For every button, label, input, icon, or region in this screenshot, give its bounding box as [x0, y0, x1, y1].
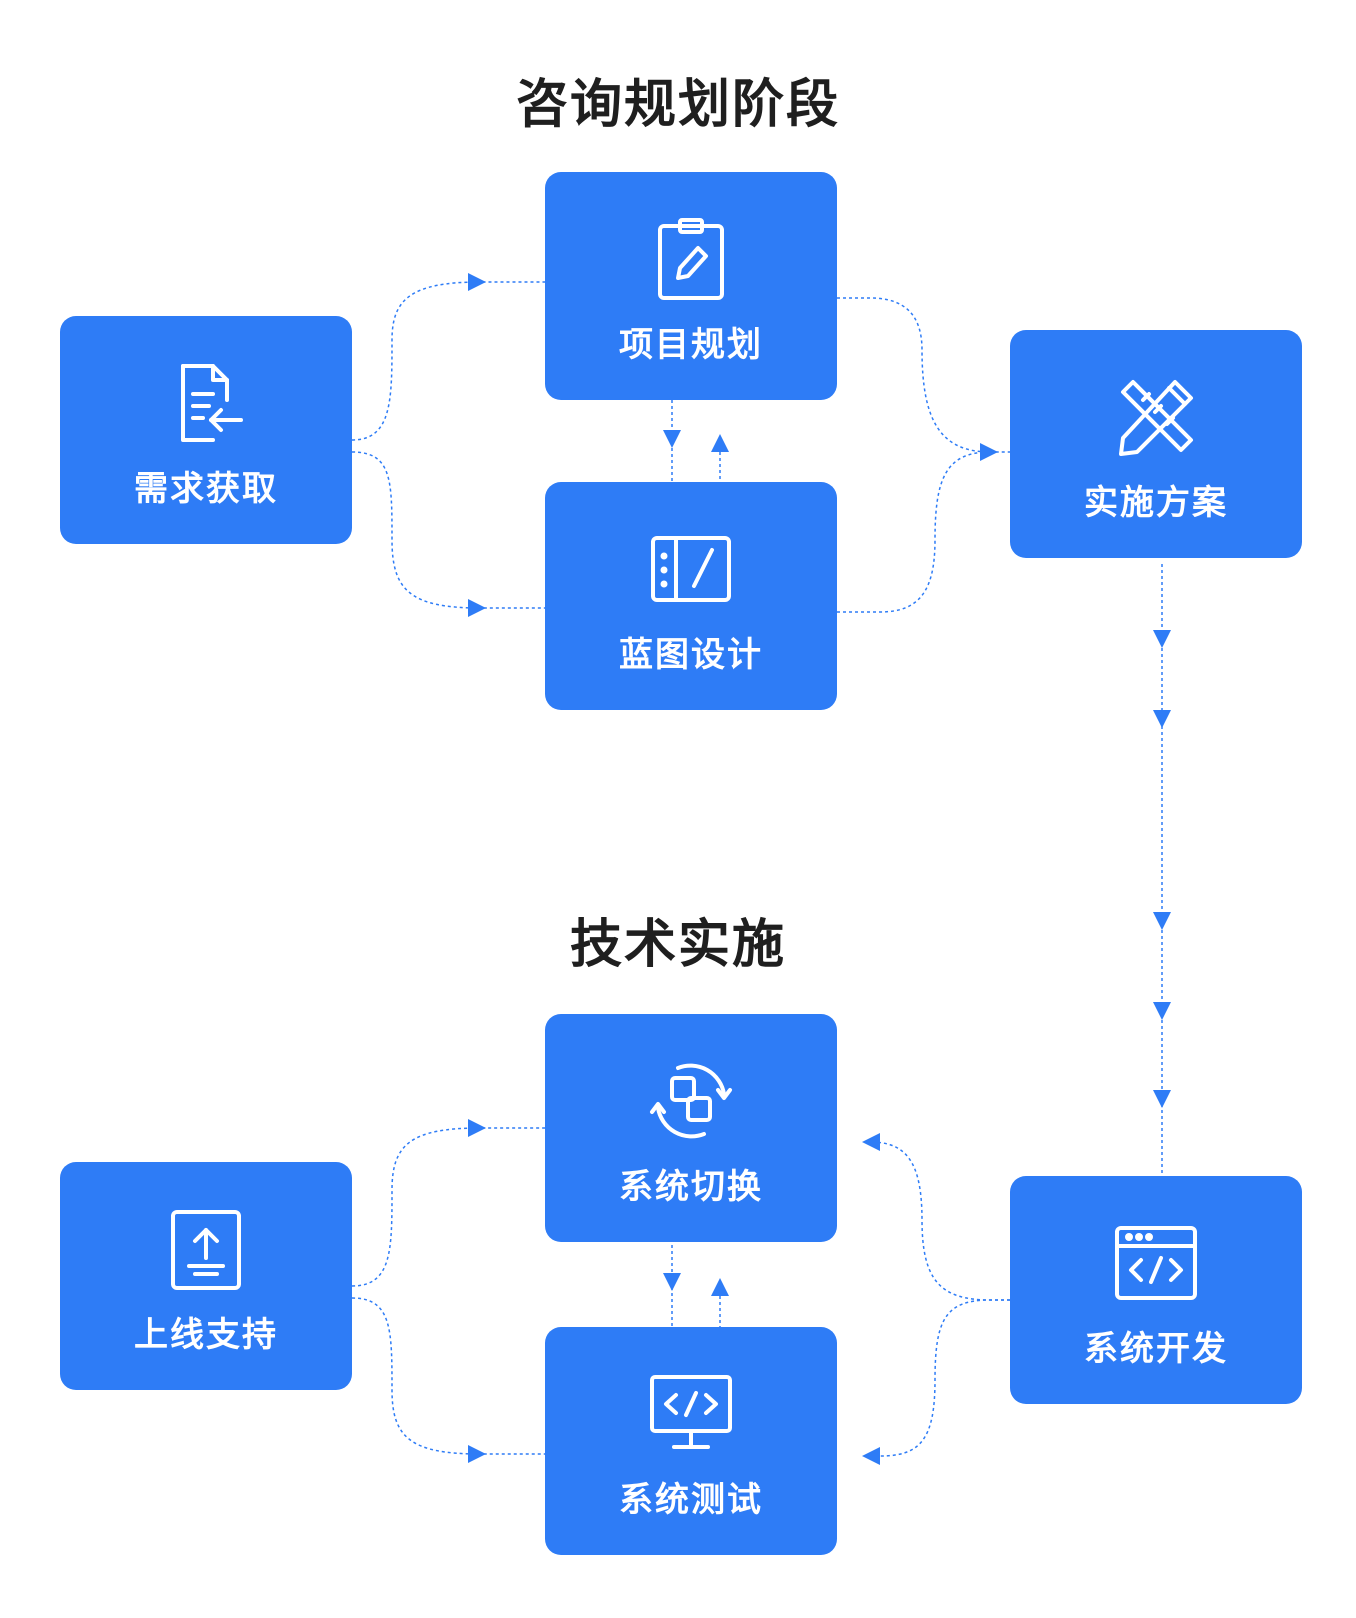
arrow-head	[862, 1447, 880, 1465]
arrow-head	[1153, 630, 1171, 648]
arrow-head	[1153, 912, 1171, 930]
monitor-code-icon	[545, 1371, 837, 1457]
phase-title-consulting: 咨询规划阶段	[515, 75, 840, 135]
arrow-head	[711, 434, 729, 452]
arrow-head	[468, 1445, 486, 1463]
layout-design-icon	[545, 526, 837, 612]
arrow-head	[468, 599, 486, 617]
node-label: 系统开发	[1084, 1329, 1228, 1369]
arrow-head	[1153, 1002, 1171, 1020]
node-system-test[interactable]: 系统测试	[545, 1327, 837, 1555]
clipboard-edit-icon	[545, 216, 837, 302]
node-system-switch[interactable]: 系统切换	[545, 1014, 837, 1242]
node-label: 实施方案	[1084, 483, 1228, 523]
phase-title-implementation: 技术实施	[569, 915, 786, 975]
node-project-planning[interactable]: 项目规划	[545, 172, 837, 400]
node-system-development[interactable]: 系统开发	[1010, 1176, 1302, 1404]
connector-requirements-to-planning	[351, 281, 545, 441]
node-label: 项目规划	[619, 325, 763, 365]
node-go-live-support[interactable]: 上线支持	[60, 1162, 352, 1390]
connector-development-to-test	[879, 1299, 1010, 1457]
connector-blueprint-to-plan	[837, 451, 991, 613]
ruler-pencil-icon	[1010, 374, 1302, 460]
arrow-head	[1153, 1090, 1171, 1108]
arrow-head	[468, 1119, 486, 1137]
connector-support-to-switch	[351, 1127, 545, 1287]
arrow-head	[862, 1133, 880, 1151]
arrow-head	[663, 430, 681, 448]
arrow-head	[468, 273, 486, 291]
node-label: 上线支持	[134, 1315, 278, 1355]
arrow-head	[663, 1273, 681, 1291]
node-label: 系统切换	[619, 1167, 763, 1207]
arrow-head	[980, 443, 998, 461]
connector-support-to-test	[351, 1297, 545, 1455]
browser-code-icon	[1010, 1220, 1302, 1306]
node-label: 系统测试	[619, 1480, 763, 1520]
node-label: 蓝图设计	[619, 635, 763, 675]
node-label: 需求获取	[134, 469, 278, 509]
upload-icon	[60, 1206, 352, 1292]
node-blueprint-design[interactable]: 蓝图设计	[545, 482, 837, 710]
connector-planning-to-plan	[837, 297, 1010, 453]
connector-requirements-to-blueprint	[351, 451, 545, 609]
arrow-head	[1153, 710, 1171, 728]
node-implementation-plan[interactable]: 实施方案	[1010, 330, 1302, 558]
node-requirements[interactable]: 需求获取	[60, 316, 352, 544]
document-import-icon	[60, 360, 352, 446]
switch-rotate-icon	[545, 1058, 837, 1144]
arrow-head	[711, 1278, 729, 1296]
connector-development-to-switch	[869, 1141, 1010, 1301]
